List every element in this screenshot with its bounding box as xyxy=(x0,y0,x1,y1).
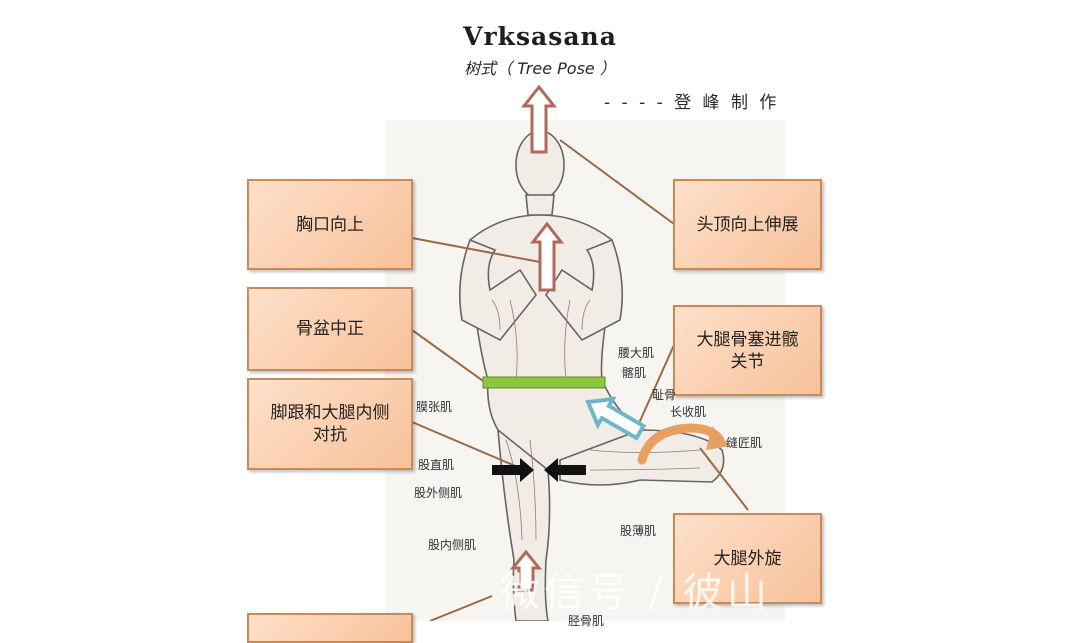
label-tfl: 膜张肌 xyxy=(416,400,453,414)
label-vastus-lateralis: 股外侧肌 xyxy=(414,486,463,500)
leader-femur xyxy=(635,344,675,431)
callout-femur-into-hip-label: 大腿骨塞进髋 关节 xyxy=(696,329,799,372)
press-arrow-left xyxy=(544,458,586,482)
label-rectus-femoris: 股直肌 xyxy=(418,458,455,472)
muscle-lines xyxy=(491,299,701,541)
press-arrows xyxy=(492,458,586,482)
press-arrow-right xyxy=(492,458,534,482)
label-adductor-longus: 长收肌 xyxy=(670,405,707,419)
callout-crown-extend: 头顶向上伸展 xyxy=(673,179,822,270)
callout-thigh-external-rotation: 大腿外旋 xyxy=(673,513,822,604)
leader-heel xyxy=(411,421,521,469)
anatomy-figure xyxy=(385,84,785,621)
callout-pelvis-neutral-label: 骨盆中正 xyxy=(296,319,364,339)
leader-chest xyxy=(411,237,541,263)
label-psoas-major: 腰大肌 xyxy=(618,346,655,360)
author-credit: - - - - 登 峰 制 作 xyxy=(604,93,780,113)
diagram-title: Vrksasana xyxy=(463,22,617,51)
pelvis-level-bar xyxy=(482,376,606,389)
callout-heel-thigh-resist-label: 脚跟和大腿内侧 对抗 xyxy=(270,403,390,445)
leader-lines xyxy=(411,139,749,621)
callout-pelvis-neutral: 骨盆中正 xyxy=(247,287,413,371)
callout-thigh-external-rotation-label: 大腿外旋 xyxy=(713,548,782,569)
leader-rotation xyxy=(699,447,749,511)
crown-up-arrow xyxy=(520,84,558,154)
femur-arrow xyxy=(585,396,647,441)
chest-up-arrow xyxy=(529,221,565,292)
callout-chest-up: 胸口向上 xyxy=(247,179,413,270)
diagram-subtitle: 树式（ Tree Pose ） xyxy=(464,59,616,78)
label-vastus-medialis: 股内侧肌 xyxy=(428,538,477,552)
up-arrows xyxy=(509,84,565,592)
callout-femur-into-hip: 大腿骨塞进髋 关节 xyxy=(673,305,822,396)
leader-pelvis xyxy=(411,329,487,384)
callout-chest-up-label: 胸口向上 xyxy=(296,214,364,235)
watermark: 微信号 / 彼山 xyxy=(500,570,771,616)
leader-crown xyxy=(559,139,675,225)
label-pectineus: 耻骨 xyxy=(652,388,677,402)
callout-bottom-partial xyxy=(247,613,413,643)
rotation-arrow xyxy=(637,423,730,465)
label-sartorius: 缝匠肌 xyxy=(726,436,763,450)
label-gracilis: 股薄肌 xyxy=(620,524,657,538)
label-iliacus: 髂肌 xyxy=(622,366,647,380)
callout-heel-thigh-resist: 脚跟和大腿内侧 对抗 xyxy=(247,378,413,470)
callout-crown-extend-label: 头顶向上伸展 xyxy=(696,214,799,235)
leader-bottom xyxy=(429,595,493,621)
leg-up-arrow xyxy=(509,549,543,592)
